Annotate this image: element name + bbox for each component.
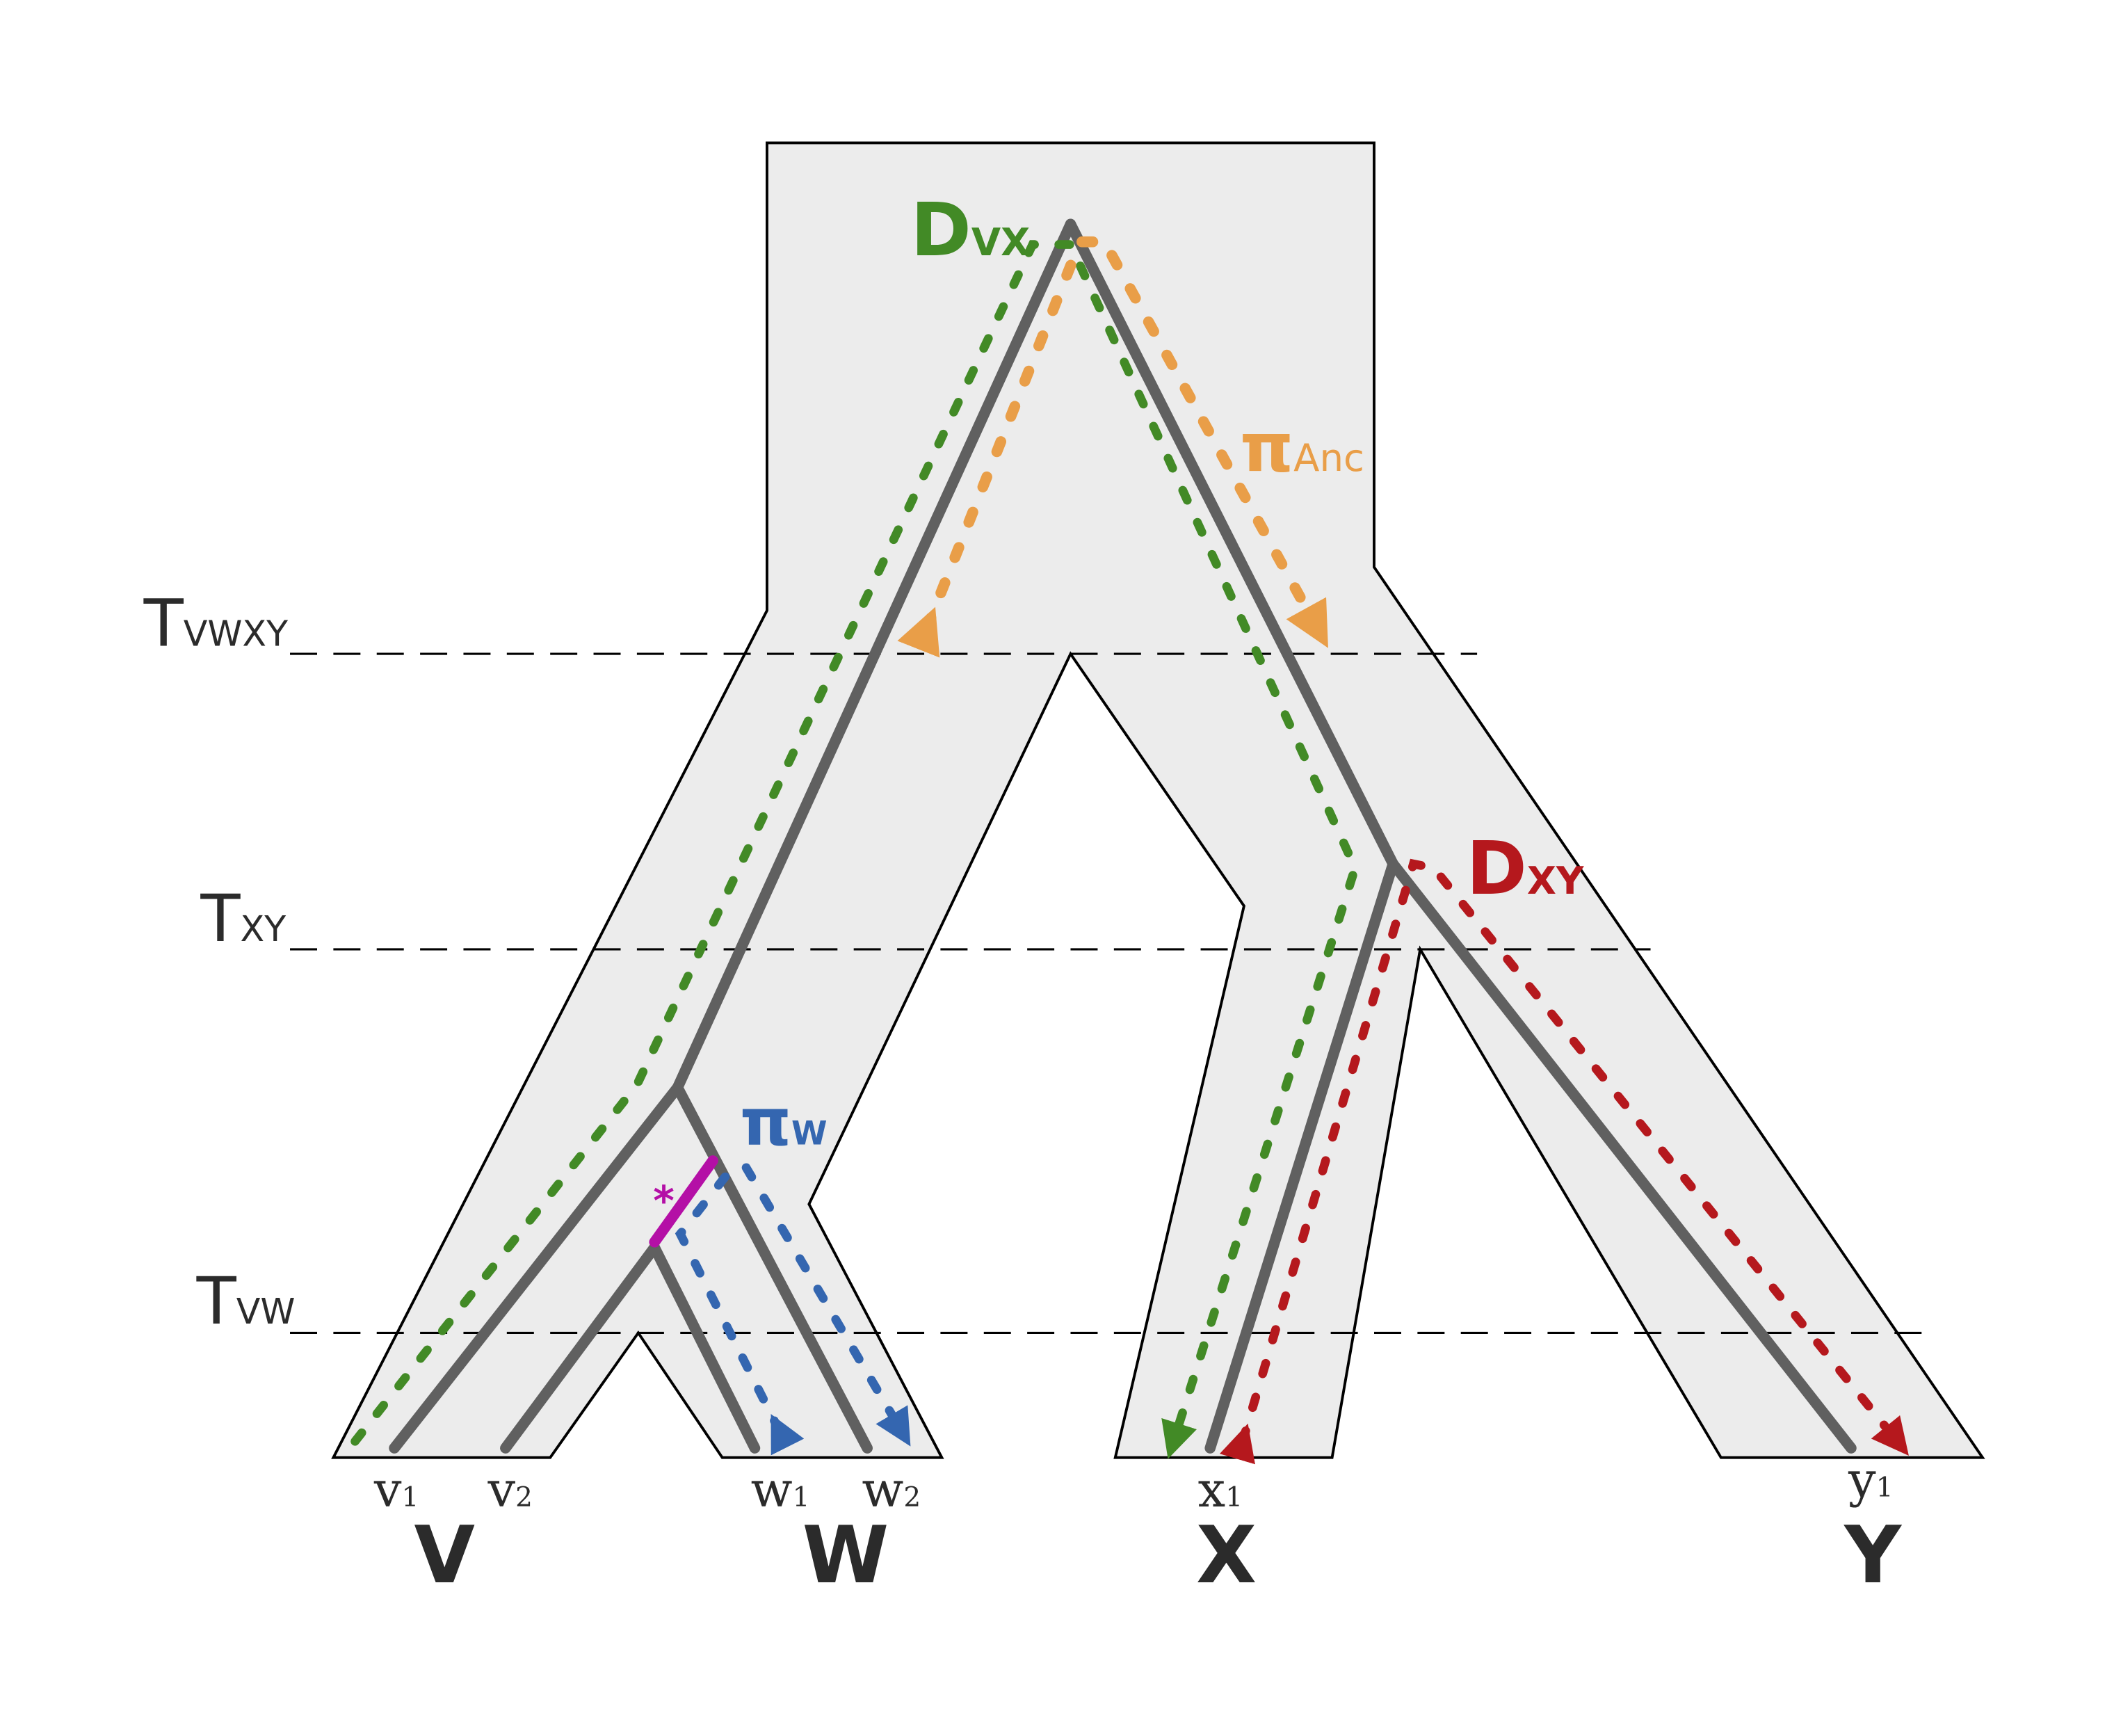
sample-label-v1: v1 bbox=[373, 1461, 419, 1518]
branch-y1 bbox=[1387, 858, 1857, 1454]
branch-v2 bbox=[500, 1241, 661, 1454]
mutation-marker: * bbox=[653, 1178, 675, 1225]
branch-w2 bbox=[672, 1082, 873, 1454]
gene-genealogy bbox=[389, 218, 1857, 1454]
population-label-v: V bbox=[414, 1509, 474, 1601]
sample-label-x1: x1 bbox=[1198, 1461, 1243, 1518]
branch-v1 bbox=[389, 1082, 684, 1454]
pi-anc-label: πAnc bbox=[1240, 408, 1364, 487]
sample-label-w2: w2 bbox=[862, 1461, 921, 1518]
sample-label-v2: v2 bbox=[487, 1461, 533, 1518]
time-label-vwxy: TVWXY bbox=[143, 586, 289, 661]
mutation-branch bbox=[649, 1155, 718, 1248]
branch-root-right bbox=[1065, 218, 1399, 869]
branch-root-left bbox=[672, 218, 1076, 1093]
sample-label-w1: w1 bbox=[751, 1461, 810, 1518]
dxy-label: DXY bbox=[1467, 826, 1585, 911]
pi-w-path bbox=[675, 1160, 911, 1456]
time-label-vw: TVW bbox=[196, 1264, 296, 1340]
population-label-y: Y bbox=[1843, 1509, 1902, 1601]
pi-anc-path bbox=[897, 236, 1328, 658]
dxy-path bbox=[1219, 858, 1909, 1465]
population-tree bbox=[331, 141, 1985, 1459]
branch-x1 bbox=[1204, 858, 1399, 1454]
dvx-label: DVX bbox=[911, 187, 1031, 273]
sample-label-y1: y1 bbox=[1848, 1452, 1893, 1509]
time-label-xy: TXY bbox=[200, 881, 287, 957]
population-label-w: W bbox=[802, 1509, 889, 1601]
pi-w-label: πW bbox=[740, 1085, 828, 1161]
population-label-x: X bbox=[1196, 1509, 1257, 1601]
branch-w1 bbox=[649, 1241, 761, 1454]
